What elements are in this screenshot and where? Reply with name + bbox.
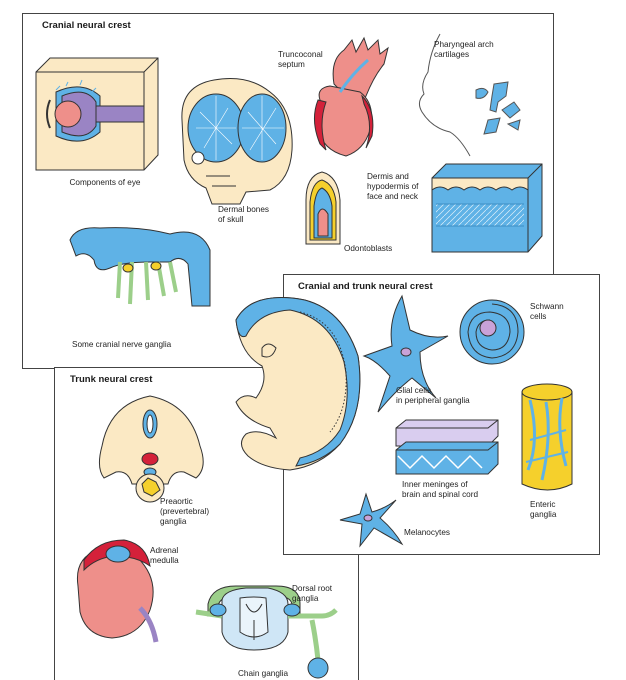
dermis-block-illustration [431,163,543,253]
label-inner-meninges: Inner meninges of brain and spinal cord [402,480,479,499]
label-schwann-cells: Schwann cells [530,302,564,321]
label-dermis-hypodermis: Dermis and hypodermis of face and neck [367,172,419,201]
label-odontoblasts: Odontoblasts [344,244,393,253]
label-chain-ganglia: Chain ganglia [238,669,289,678]
adrenal-kidney-illustration [76,539,159,643]
spinal-cord-ganglia-illustration [195,585,338,679]
label-truncoconal-septum: Truncoconal septum [278,50,323,69]
label-adrenal-medulla: Adrenal medulla [150,546,179,565]
label-enteric-ganglia: Enteric ganglia [530,500,557,519]
label-pharyngeal-arch: Pharyngeal arch cartilages [434,40,494,59]
enteric-ganglia-illustration [521,383,573,491]
trunk-panel-title: Trunk neural crest [70,374,153,385]
label-cranial-nerve-ganglia: Some cranial nerve ganglia [72,340,172,349]
label-preaortic-ganglia: Preaortic (prevertebral) ganglia [160,497,210,526]
cranial-panel-title: Cranial neural crest [42,20,131,31]
label-melanocytes: Melanocytes [404,528,450,537]
tooth-illustration [305,171,341,245]
eye-illustration [35,57,159,171]
label-dermal-bones-skull: Dermal bones of skull [218,205,269,224]
preaortic-cross-section-illustration [98,395,204,503]
schwann-cell-illustration [459,299,525,365]
melanocyte-illustration [339,492,404,548]
label-glial-cells: Glial cells in peripheral ganglia [396,386,470,405]
glial-cell-illustration [362,294,449,413]
cranial-nerve-ganglia-illustration [69,227,211,307]
label-components-of-eye: Components of eye [69,178,141,187]
embryo-illustration [235,296,361,471]
cranial-trunk-panel-title: Cranial and trunk neural crest [298,281,433,292]
meninges-illustration [395,419,499,475]
label-dorsal-root-ganglia: Dorsal root ganglia [292,584,333,603]
pharyngeal-arch-illustration [418,33,521,157]
skull-illustration [181,78,293,205]
truncoconal-heart-illustration [314,36,389,157]
